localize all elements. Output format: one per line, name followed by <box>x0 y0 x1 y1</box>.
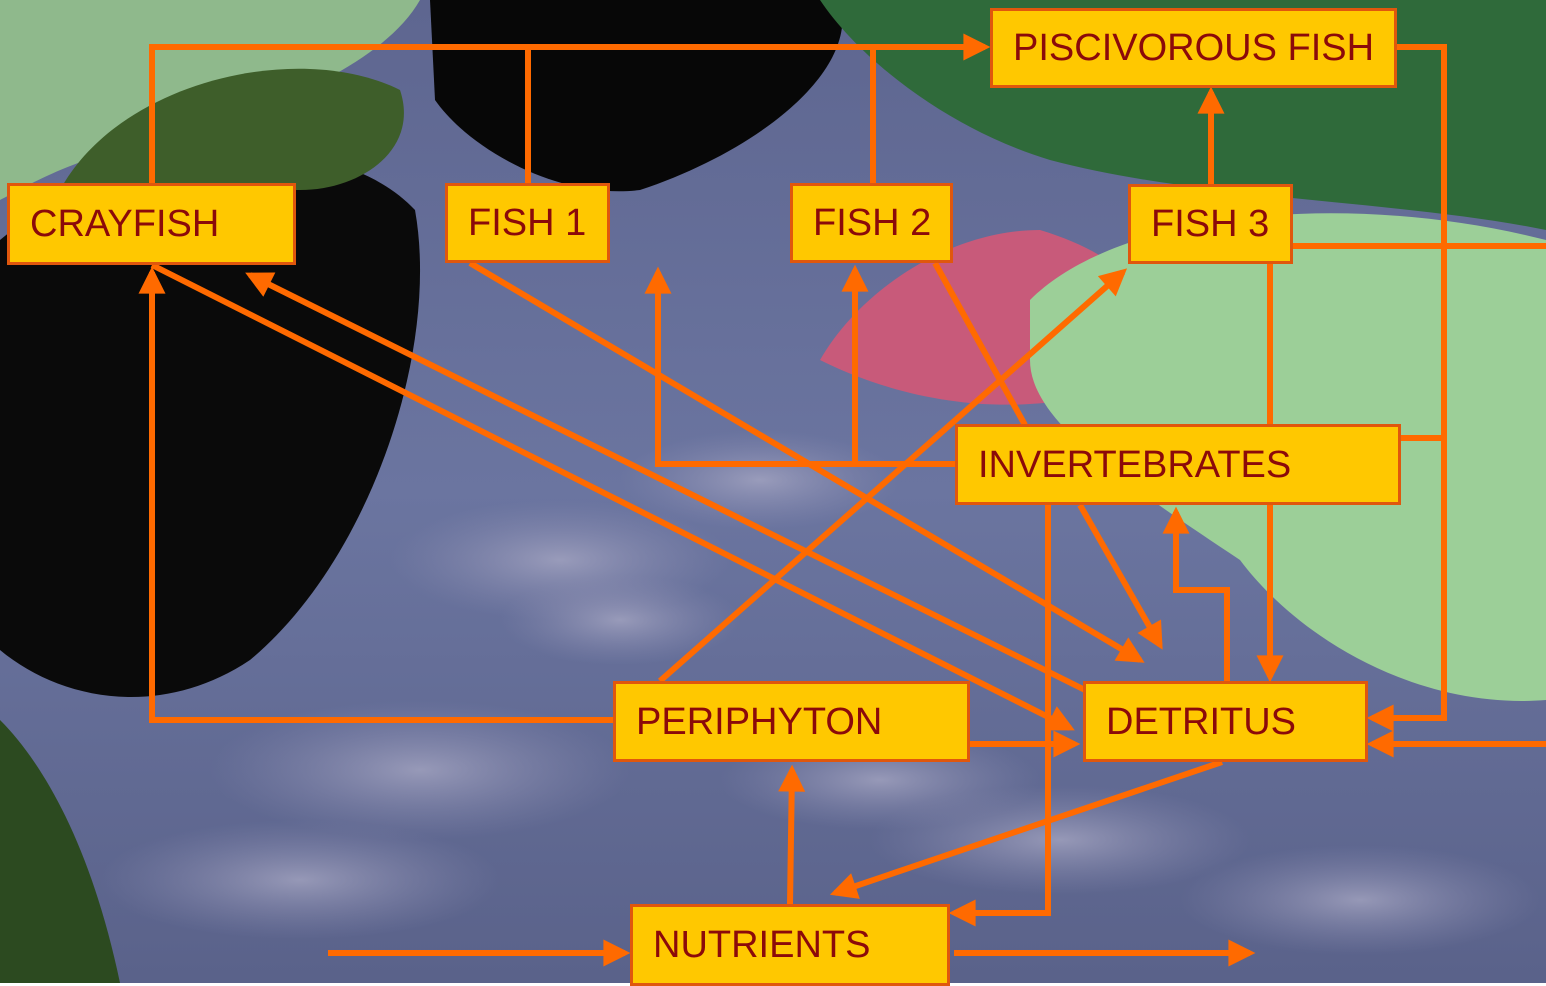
node-label: DETRITUS <box>1106 703 1296 741</box>
arrow-detritus-to-nutrients <box>835 762 1222 893</box>
node-nutrients: NUTRIENTS <box>630 904 950 986</box>
arrow-crayfish-to-detritus <box>152 265 1070 728</box>
node-detritus: DETRITUS <box>1083 681 1368 762</box>
arrow-invertebrates-to-detritus <box>1080 505 1160 645</box>
node-piscivorous-fish: PISCIVOROUS FISH <box>990 8 1397 88</box>
arrow-invertebrates-to-fish1 <box>658 272 955 464</box>
node-label: PISCIVOROUS FISH <box>1013 29 1374 67</box>
node-label: INVERTEBRATES <box>978 446 1291 484</box>
node-fish-1: FISH 1 <box>445 183 610 263</box>
node-periphyton: PERIPHYTON <box>613 681 970 762</box>
node-invertebrates: INVERTEBRATES <box>955 424 1401 505</box>
node-label: FISH 2 <box>813 204 931 242</box>
node-fish-2: FISH 2 <box>790 183 953 263</box>
node-label: NUTRIENTS <box>653 926 870 964</box>
node-label: FISH 3 <box>1151 205 1269 243</box>
node-fish-3: FISH 3 <box>1128 184 1293 264</box>
arrow-crayfish-to-piscivorous <box>152 47 985 183</box>
node-label: FISH 1 <box>468 204 586 242</box>
arrow-detritus-to-invertebrates <box>1176 512 1227 681</box>
arrow-nutrients-to-periphyton <box>790 770 792 904</box>
node-label: PERIPHYTON <box>636 703 882 741</box>
arrow-piscivorous-to-detritus <box>1372 47 1444 718</box>
node-label: CRAYFISH <box>30 205 219 243</box>
node-crayfish: CRAYFISH <box>7 183 296 265</box>
